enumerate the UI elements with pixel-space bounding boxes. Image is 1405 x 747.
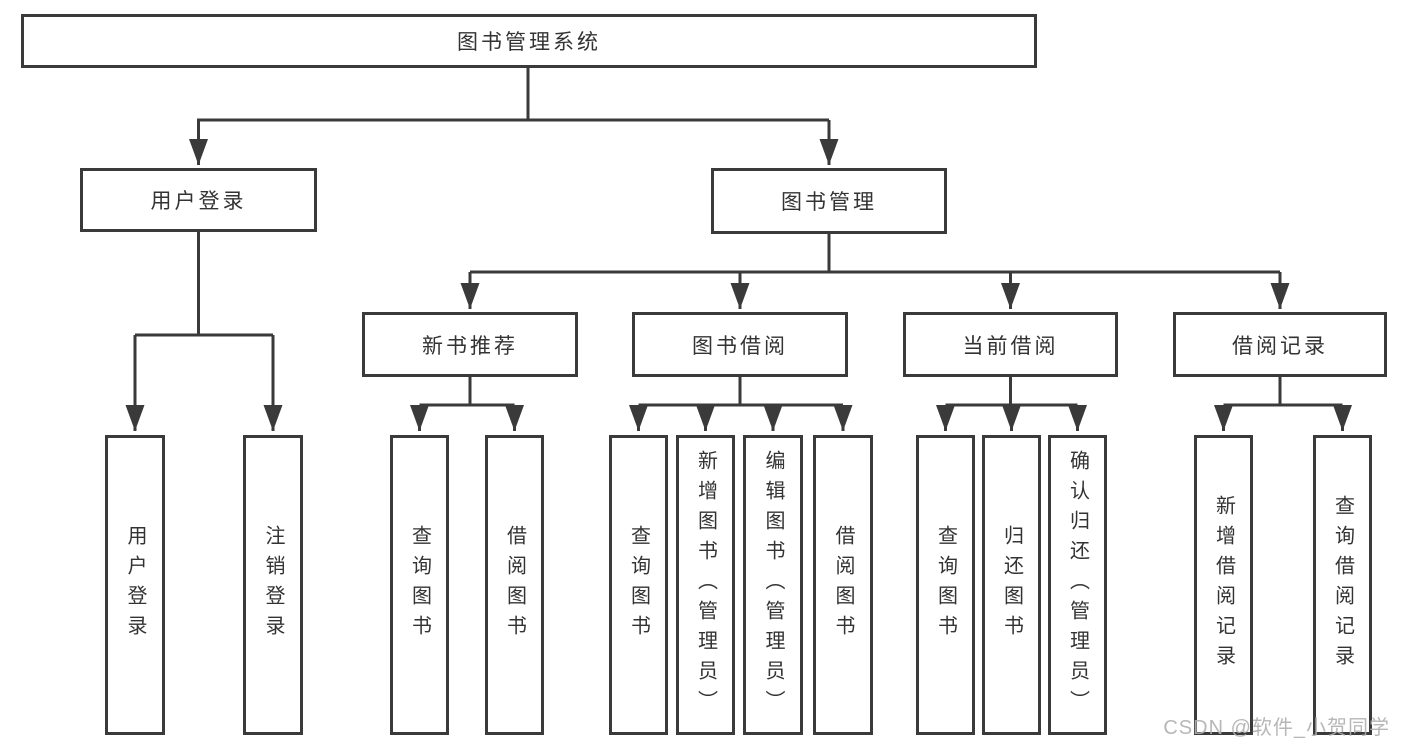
node-root: 图书管理系统	[21, 14, 1037, 68]
leaf-bb-query-books: 查询图书	[609, 435, 668, 735]
node-borrow-records: 借阅记录	[1173, 312, 1387, 377]
leaf-cb-return-books-label: 归还图书	[1000, 525, 1023, 645]
leaf-br-add-record-label: 新增借阅记录	[1212, 495, 1235, 675]
node-user-login-label: 用户登录	[150, 190, 247, 213]
node-user-login: 用户登录	[80, 168, 317, 232]
leaf-nb-borrow-books-label: 借阅图书	[503, 525, 526, 645]
leaf-logout: 注销登录	[243, 435, 303, 735]
leaf-cb-confirm-return: 确认归还（管理员）	[1048, 435, 1107, 735]
leaf-cb-query-books-label: 查询图书	[934, 525, 957, 645]
leaf-br-query-record-label: 查询借阅记录	[1331, 495, 1354, 675]
leaf-nb-query-books-label: 查询图书	[408, 525, 431, 645]
leaf-bb-edit-books-label: 编辑图书（管理员）	[762, 450, 784, 720]
node-book-borrow-label: 图书借阅	[692, 334, 788, 358]
leaf-nb-query-books: 查询图书	[390, 435, 449, 735]
leaf-cb-confirm-return-label: 确认归还（管理员）	[1066, 450, 1089, 720]
leaf-user-login-label: 用户登录	[124, 525, 146, 645]
node-book-borrow: 图书借阅	[632, 312, 848, 377]
csdn-watermark: CSDN @软件_小贺同学	[1163, 717, 1390, 739]
leaf-bb-edit-books: 编辑图书（管理员）	[743, 435, 803, 735]
leaf-cb-query-books: 查询图书	[916, 435, 975, 735]
leaf-cb-return-books: 归还图书	[982, 435, 1041, 735]
node-root-label: 图书管理系统	[457, 31, 601, 54]
node-book-mgmt-label: 图书管理	[781, 191, 877, 214]
node-new-books: 新书推荐	[362, 312, 578, 377]
leaf-bb-add-books: 新增图书（管理员）	[676, 435, 735, 735]
leaf-user-login: 用户登录	[105, 435, 165, 735]
node-new-books-label: 新书推荐	[422, 334, 518, 358]
node-current-borrow-label: 当前借阅	[962, 334, 1059, 358]
leaf-bb-query-books-label: 查询图书	[627, 525, 650, 645]
node-borrow-records-label: 借阅记录	[1232, 334, 1328, 358]
node-current-borrow: 当前借阅	[903, 312, 1118, 377]
leaf-br-query-record: 查询借阅记录	[1313, 435, 1372, 735]
leaf-bb-borrow-books: 借阅图书	[813, 435, 873, 735]
node-book-mgmt: 图书管理	[711, 168, 947, 234]
leaf-logout-label: 注销登录	[262, 525, 284, 645]
leaf-br-add-record: 新增借阅记录	[1194, 435, 1253, 735]
leaf-bb-borrow-books-label: 借阅图书	[832, 525, 854, 645]
leaf-bb-add-books-label: 新增图书（管理员）	[694, 450, 717, 720]
leaf-nb-borrow-books: 借阅图书	[485, 435, 544, 735]
